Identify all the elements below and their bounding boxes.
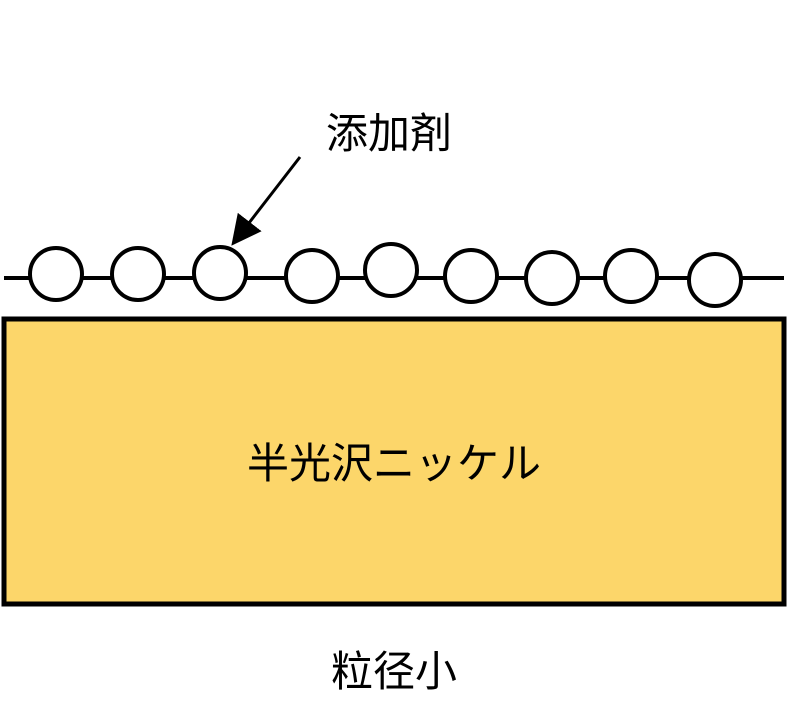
additive-particle <box>28 246 84 302</box>
additive-arrow <box>231 156 302 246</box>
additive-particle <box>284 248 340 304</box>
additive-particle <box>443 248 499 304</box>
additive-particle <box>687 252 743 308</box>
additive-label: 添加剤 <box>326 109 452 158</box>
additive-particle <box>524 250 580 306</box>
additive-particle <box>192 245 248 301</box>
additive-particle <box>363 242 419 298</box>
layer-label: 半光沢ニッケル <box>247 439 541 488</box>
additive-particle <box>603 248 659 304</box>
nickel-layer <box>1 316 787 607</box>
grain-size-caption: 粒径小 <box>331 647 457 696</box>
additive-particles <box>28 242 743 308</box>
additive-particle <box>110 246 166 302</box>
